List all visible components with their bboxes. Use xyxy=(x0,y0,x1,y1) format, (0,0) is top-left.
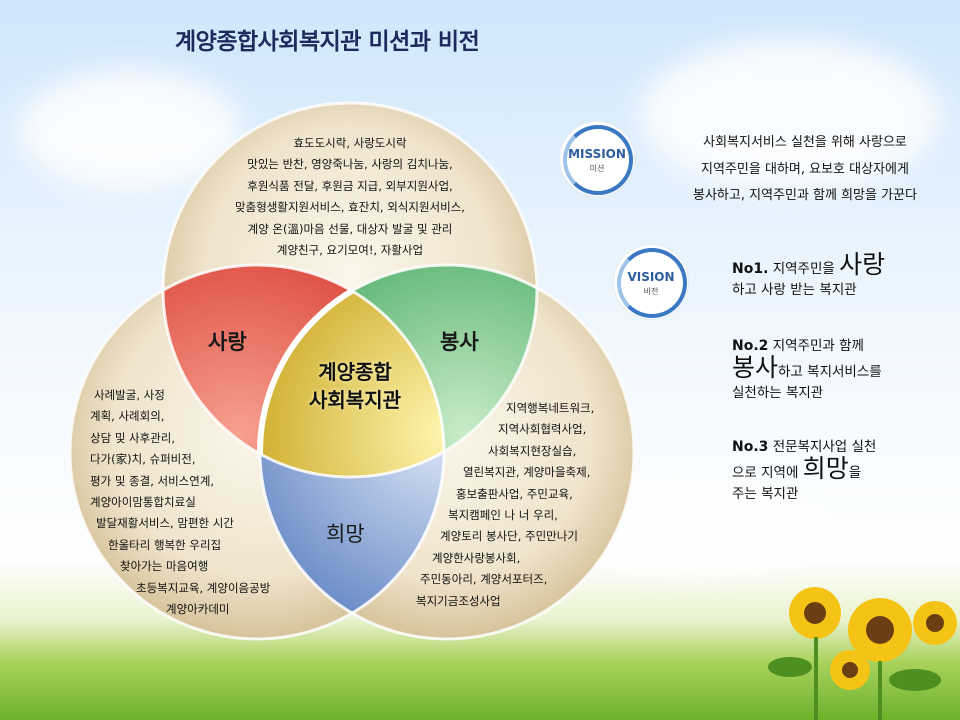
left-circle-text: 사례발굴, 사정 계획, 사례회의, 상담 및 사후관리, 다가(家)치, 슈퍼… xyxy=(80,385,300,620)
text-line: 복지기금조성사업 xyxy=(416,593,501,608)
hope-label: 희망 xyxy=(326,522,365,546)
love-label: 사랑 xyxy=(208,330,247,354)
mission-badge-text: MISSION xyxy=(568,147,626,161)
text-line: 맞춤형생활지원서비스, 효잔치, 외식지원서비스, xyxy=(235,200,465,215)
page-title: 계양종합사회복지관 미션과 비전 xyxy=(175,29,480,55)
vision-text: 실천하는 복지관 xyxy=(732,385,824,401)
vision-text: 하고 복지서비스를 xyxy=(778,364,882,380)
vision-number: No1. xyxy=(732,261,769,277)
vision-badge-text: VISION xyxy=(627,270,675,284)
text-line: 홍보출판사업, 주민교육, xyxy=(456,486,573,501)
sunflower-icon xyxy=(768,587,957,720)
vision-item-1: No1. 지역주민을 사랑 하고 사랑 받는 복지관 xyxy=(732,252,952,301)
text-line: 상담 및 사후관리, xyxy=(90,430,176,445)
text-line: 평가 및 종결, 서비스연계, xyxy=(90,473,215,488)
right-circle-text: 지역행복네트워크, 지역사회협력사업, 사회복지현장실습, 열린복지관, 계양마… xyxy=(410,398,630,612)
text-line: 발달재활서비스, 맘편한 시간 xyxy=(96,516,234,531)
text-line: 사회복지현장실습, xyxy=(488,443,577,458)
text-line: 효도도시락, 사랑도시락 xyxy=(293,136,407,150)
text-line: 계양토리 봉사단, 주민만나기 xyxy=(440,529,578,544)
cloud xyxy=(20,70,240,190)
ring-icon xyxy=(563,125,633,195)
mission-line: 지역주민을 대하며, 요보호 대상자에게 xyxy=(701,161,909,177)
text-line: 주민동아리, 계양서포터즈, xyxy=(420,572,548,587)
text-line: 지역행복네트워크, xyxy=(506,401,595,415)
center-label-line: 계양종합 xyxy=(318,360,392,384)
vision-number: No.3 xyxy=(732,439,769,455)
text-line: 찾아가는 마음여행 xyxy=(120,559,209,574)
vision-keyword: 봉사 xyxy=(732,353,779,382)
text-line: 한울타리 행복한 우리집 xyxy=(108,537,222,552)
vision-badge: VISION 비전 xyxy=(614,245,688,319)
mission-line: 사회복지서비스 실천을 위해 사랑으로 xyxy=(703,135,907,150)
mission-badge-subtext: 미션 xyxy=(589,164,605,173)
vision-text: 지역주민을 xyxy=(768,261,840,277)
cloud xyxy=(640,40,940,190)
text-line: 지역사회협력사업, xyxy=(498,422,587,437)
vision-text: 주는 복지관 xyxy=(732,486,799,502)
text-line: 초등복지교육, 계양이음공방 xyxy=(136,580,271,595)
text-line: 계양 온(溫)마음 선물, 대상자 발굴 및 관리 xyxy=(247,221,453,236)
mission-statement: 사회복지서비스 실천을 위해 사랑으로 지역주민을 대하며, 요보호 대상자에게… xyxy=(655,130,955,210)
vision-number: No.2 xyxy=(732,338,769,354)
text-line: 복지캠페인 나 너 우리, xyxy=(448,508,558,523)
ring-icon xyxy=(617,248,687,318)
service-label: 봉사 xyxy=(440,330,479,354)
text-line: 열린복지관, 계양마을축제, xyxy=(463,465,591,480)
vision-text: 전문복지사업 실천 xyxy=(768,439,877,455)
vision-keyword: 희망 xyxy=(802,454,849,483)
text-line: 다가(家)치, 슈퍼비전, xyxy=(90,452,196,467)
text-line: 계양아카데미 xyxy=(166,602,230,617)
top-circle-text: 효도도시락, 사랑도시락 맛있는 반찬, 영양죽나눔, 사랑의 김치나눔, 후원… xyxy=(200,133,500,261)
vision-item-2: No.2 지역주민과 함께 봉사하고 복지서비스를 실천하는 복지관 xyxy=(732,336,952,404)
vision-badge-subtext: 비전 xyxy=(643,287,659,296)
center-label-line: 사회복지관 xyxy=(309,388,401,412)
text-line: 후원식품 전달, 후원금 지급, 외부지원사업, xyxy=(247,178,453,193)
text-line: 사례발굴, 사정 xyxy=(94,388,165,402)
text-line: 계획, 사례회의, xyxy=(90,409,165,424)
vision-text: 으로 지역에 xyxy=(732,465,803,481)
vision-keyword: 사랑 xyxy=(839,250,886,279)
text-line: 계양한사랑봉사회, xyxy=(432,550,521,565)
text-line: 맛있는 반찬, 영양죽나눔, 사랑의 김치나눔, xyxy=(247,157,453,172)
vision-text: 지역주민과 함께 xyxy=(768,338,864,354)
mission-badge: MISSION 미션 xyxy=(560,122,634,196)
vision-text: 하고 사랑 받는 복지관 xyxy=(732,282,857,298)
vision-item-3: No.3 전문복지사업 실천 으로 지역에 희망을 주는 복지관 xyxy=(732,437,952,505)
vision-text: 을 xyxy=(848,465,862,481)
text-line: 계양아이맘통합치료실 xyxy=(90,495,196,510)
center-label: 계양종합 사회복지관 xyxy=(282,358,428,414)
mission-line: 봉사하고, 지역주민과 함께 희망을 가꾼다 xyxy=(693,188,917,203)
text-line: 계양친구, 요기모여!, 자활사업 xyxy=(276,243,424,258)
